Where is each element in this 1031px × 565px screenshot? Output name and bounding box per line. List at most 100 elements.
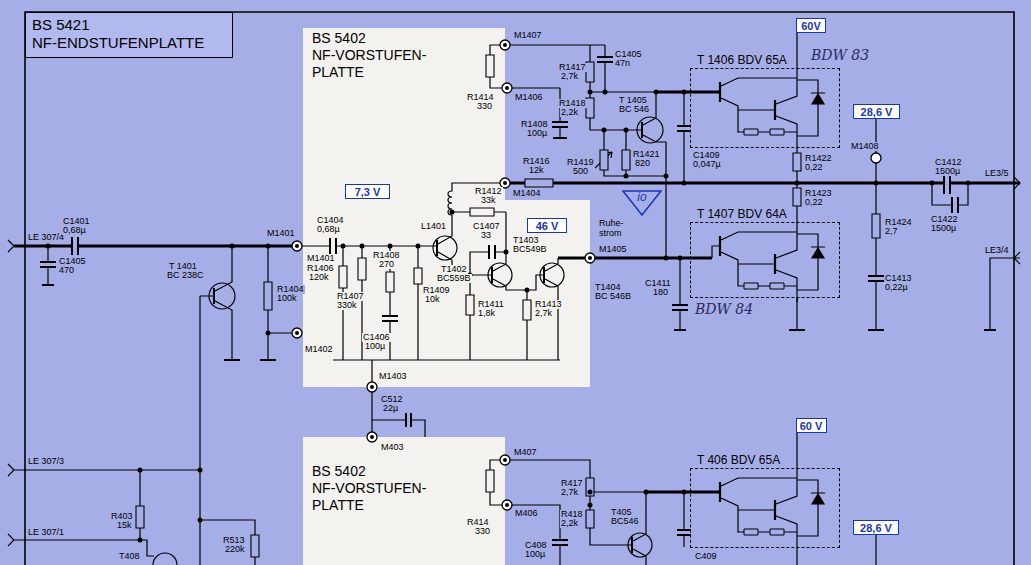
connector-wire — [371, 387, 372, 437]
part-label: 2,7k — [534, 309, 553, 318]
part-label: LE3/4 — [984, 246, 1010, 255]
resistor-symbols-board — [339, 55, 531, 492]
part-label: strom — [598, 229, 623, 238]
part-label: R1413 — [534, 300, 563, 309]
voltage-value: 60 V — [800, 420, 823, 432]
part-label: 470 — [58, 266, 75, 275]
part-label: 0,22µ — [884, 283, 909, 292]
junction-dots — [46, 43, 971, 543]
board-name: NF-VORSTUFEN- PLATTE — [312, 480, 462, 514]
part-label: LE 307/4 — [27, 233, 65, 242]
board-number: BS 5402 — [312, 463, 462, 480]
part-label: C512 — [380, 395, 404, 404]
part-label: R403 — [110, 512, 134, 521]
board-name: NF-VORSTUFEN- PLATTE — [312, 47, 462, 81]
part-label: M1402 — [304, 345, 334, 354]
part-label: BC549B — [512, 245, 548, 254]
board-shape — [303, 28, 590, 387]
part-label: R418 — [560, 510, 584, 519]
part-label: C1411 — [644, 279, 672, 288]
title-box: BS 5421NF-ENDSTUFENPLATTE — [25, 12, 233, 58]
part-label: T405 — [610, 508, 633, 517]
part-label: 120k — [308, 273, 330, 282]
part-label: Ruhe- — [598, 219, 625, 228]
handwritten-note: BDW 84 — [694, 302, 754, 317]
part-label: 820 — [634, 159, 651, 168]
voltage-tag: 46 V — [527, 218, 567, 233]
part-label: M403 — [380, 443, 405, 452]
part-label: 100µ — [524, 550, 546, 559]
part-label: C1405 — [58, 257, 87, 266]
part-label: R1408 — [372, 251, 401, 260]
part-label: 0,68µ — [316, 225, 341, 234]
part-label: C409 — [694, 552, 718, 561]
part-label: 33 — [480, 231, 492, 240]
voltage-tag: 28,6 V — [853, 104, 900, 119]
part-label: BC 238C — [166, 271, 205, 280]
part-label: 1500µ — [934, 167, 961, 176]
part-label: 12k — [528, 166, 545, 175]
part-label: M1407 — [513, 31, 543, 40]
part-label: 2,2k — [560, 519, 579, 528]
part-label: M1401 — [306, 254, 336, 263]
part-label: 0,22 — [804, 198, 824, 207]
part-label: C1405 — [614, 50, 643, 59]
part-label: R1414 — [466, 93, 495, 102]
part-label: LE 307/3 — [27, 457, 65, 466]
triangle-outline — [623, 191, 661, 215]
part-label: M1405 — [598, 245, 628, 254]
voltage-value: 28,6 V — [860, 522, 892, 534]
part-label: C1401 — [62, 217, 91, 226]
part-label: R1408 — [520, 120, 549, 129]
board-number: BS 5421 — [32, 16, 226, 34]
part-label: R1404 — [276, 285, 305, 294]
part-label: T 1405 — [618, 96, 648, 105]
part-label: 500 — [572, 167, 589, 176]
part-label: BC 546 — [618, 105, 650, 114]
darlington-symbol — [720, 222, 825, 302]
part-label: 100k — [276, 294, 298, 303]
part-label: BC559B — [436, 274, 472, 283]
transistor-label: T 1407 BDV 64A — [697, 208, 787, 221]
transistor-module: T 406 BDV 65A — [690, 468, 840, 548]
voltage-tag: 60V — [796, 18, 826, 33]
part-label: 330 — [476, 102, 493, 111]
part-label: T 1401 — [168, 262, 198, 271]
transistor-label: T 406 BDV 65A — [697, 454, 780, 467]
voltage-tag: 60 V — [796, 418, 827, 433]
part-label: 2,7k — [560, 488, 579, 497]
part-label: R1416 — [522, 157, 551, 166]
part-label: R414 — [466, 518, 490, 527]
part-label: C1422 — [930, 215, 959, 224]
resistor-symbols — [136, 62, 880, 557]
part-label: M1404 — [512, 189, 542, 198]
board-fill — [303, 437, 505, 565]
current-marker: io — [622, 190, 662, 216]
part-label: M1401 — [266, 229, 296, 238]
transistor-module: T 1407 BDV 64A — [690, 222, 840, 298]
board-outline: BS 5402NF-VORSTUFEN- PLATTE — [303, 437, 505, 565]
ground-bars — [42, 138, 996, 360]
part-label: T1403 — [512, 236, 540, 245]
part-label: R1424 — [884, 218, 913, 227]
part-label: T1404 — [594, 283, 622, 292]
part-label: BC546 — [610, 517, 640, 526]
board-number: BS 5402 — [312, 30, 462, 47]
part-label: R1423 — [804, 189, 833, 198]
part-label: 15k — [116, 521, 133, 530]
part-label: 47n — [614, 59, 631, 68]
voltage-value: 46 V — [536, 220, 559, 232]
part-label: 2,2k — [560, 108, 579, 117]
part-label: LE3/5 — [984, 169, 1010, 178]
transistor-circles — [153, 117, 663, 565]
frame-line — [25, 12, 1014, 565]
transistor-label: T 1406 BDV 65A — [697, 54, 787, 67]
part-label: 180 — [652, 288, 669, 297]
part-label: 1500µ — [930, 224, 957, 233]
part-label: M1406 — [514, 93, 544, 102]
voltage-tag: 7,3 V — [345, 184, 390, 199]
connector-rings — [292, 40, 881, 510]
voltage-tag: 28,6 V — [853, 520, 899, 535]
part-label: 330 — [474, 527, 491, 536]
part-label: 33k — [480, 196, 497, 205]
